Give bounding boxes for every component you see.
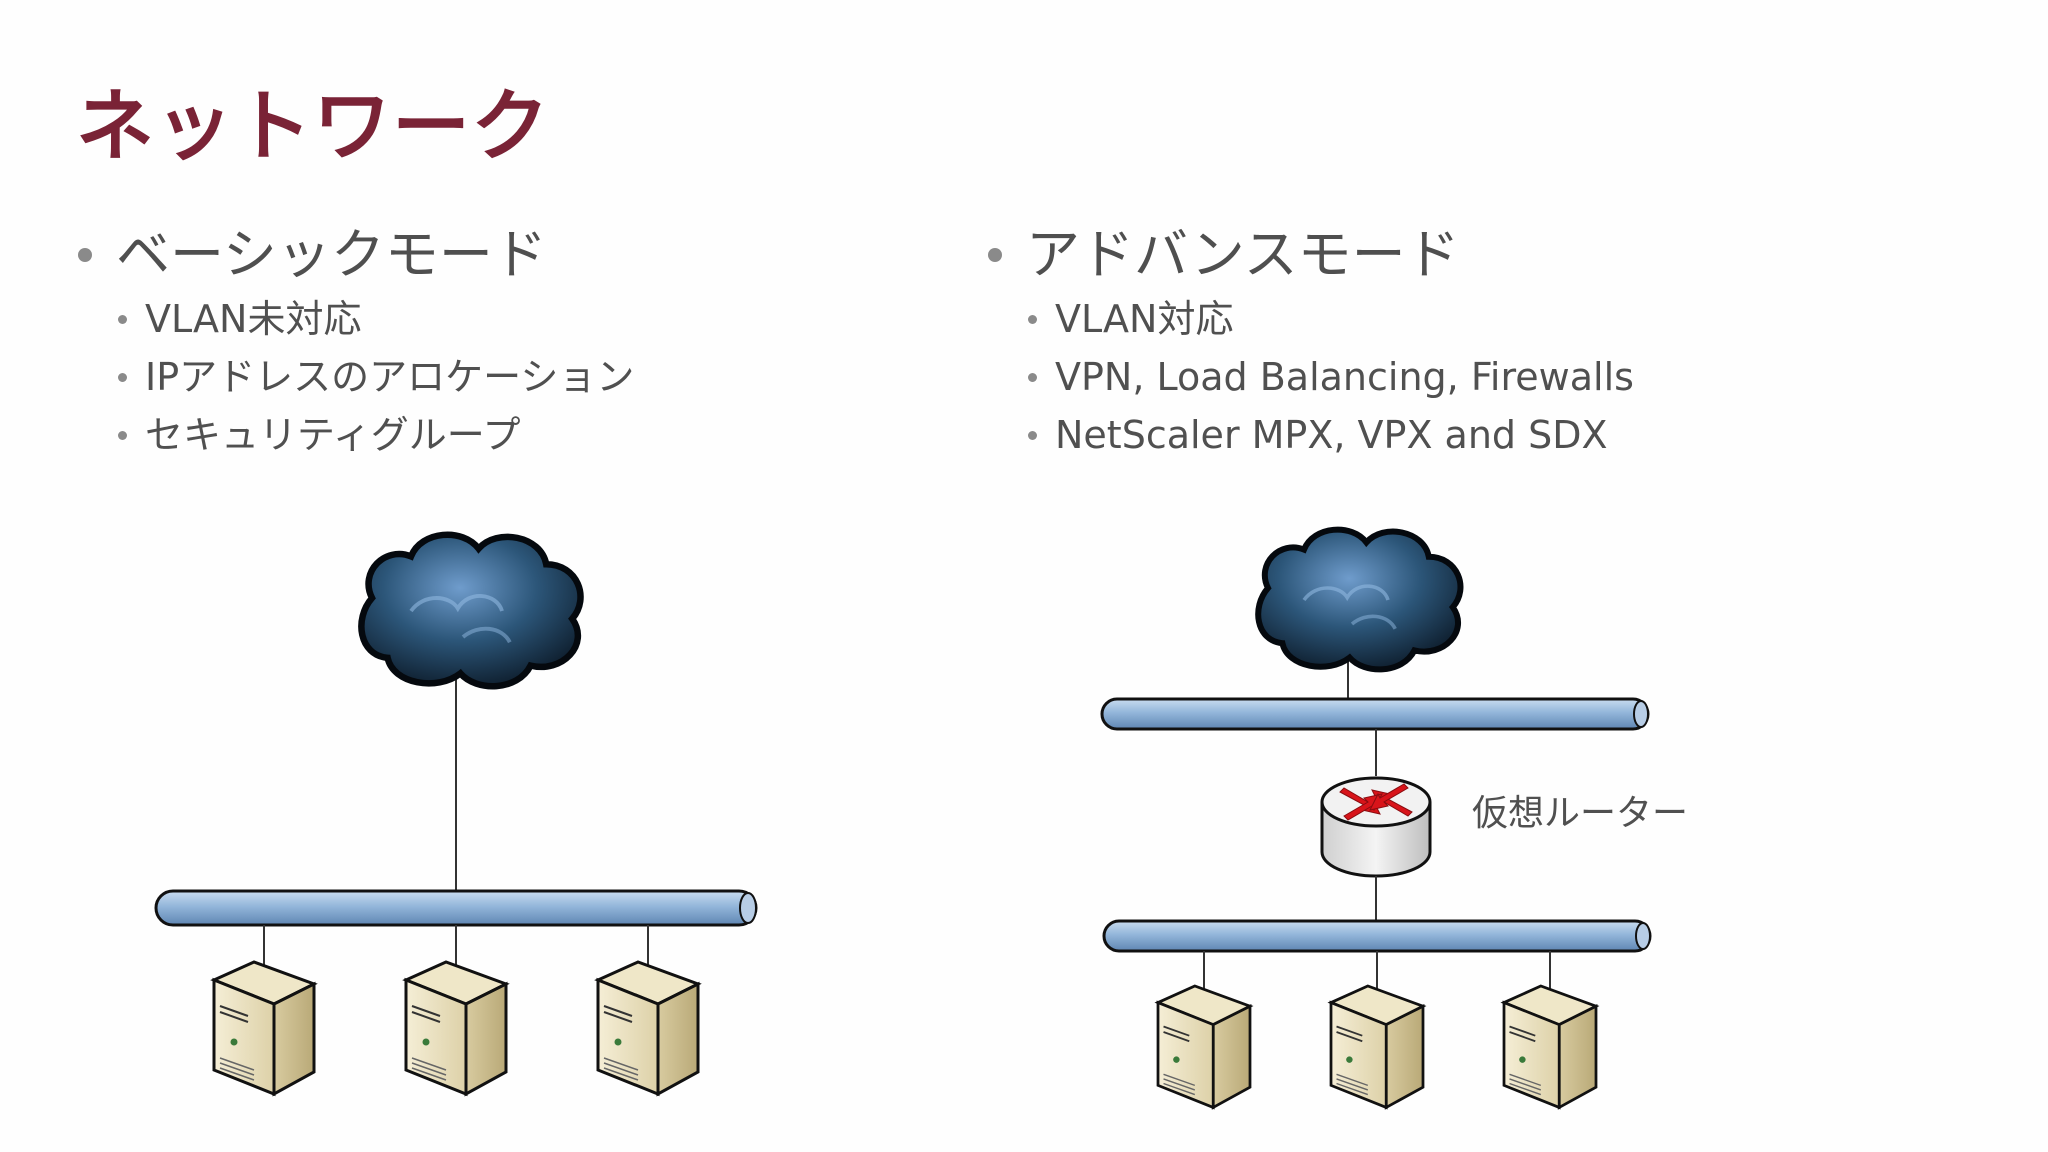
list-item: VPN, Load Balancing, Firewalls bbox=[1028, 348, 1634, 406]
list-item: セキュリティグループ bbox=[118, 406, 634, 464]
bullet-icon bbox=[118, 430, 127, 440]
network-bus-icon bbox=[154, 889, 758, 927]
server-icon bbox=[404, 960, 508, 1096]
router-icon bbox=[1320, 776, 1432, 878]
list-item-text: VLAN未対応 bbox=[145, 297, 362, 341]
advanced-mode-section: アドバンスモード VLAN対応 VPN, Load Balancing, Fir… bbox=[988, 220, 1634, 464]
bullet-icon bbox=[78, 248, 92, 262]
cloud-icon bbox=[1258, 530, 1460, 670]
bullet-icon bbox=[988, 248, 1002, 262]
list-item-text: セキュリティグループ bbox=[145, 413, 521, 457]
advanced-mode-list: VLAN対応 VPN, Load Balancing, Firewalls Ne… bbox=[988, 290, 1634, 464]
list-item-text: VPN, Load Balancing, Firewalls bbox=[1055, 355, 1634, 399]
server-icon bbox=[1502, 984, 1598, 1109]
list-item-text: VLAN対応 bbox=[1055, 297, 1234, 341]
bullet-icon bbox=[1028, 430, 1037, 440]
list-item-text: IPアドレスのアロケーション bbox=[145, 355, 635, 399]
bullet-icon bbox=[118, 314, 127, 324]
list-item: NetScaler MPX, VPX and SDX bbox=[1028, 406, 1634, 464]
cloud-icon bbox=[361, 535, 580, 686]
server-icon bbox=[212, 960, 316, 1096]
page-title: ネットワーク bbox=[76, 82, 551, 172]
network-bus-icon bbox=[1102, 919, 1652, 953]
router-label: 仮想ルーター bbox=[1472, 793, 1689, 834]
bullet-icon bbox=[1028, 314, 1037, 324]
basic-mode-heading: ベーシックモード bbox=[116, 223, 547, 286]
list-item: VLAN未対応 bbox=[118, 290, 634, 348]
basic-diagram bbox=[154, 535, 758, 1096]
network-bus-icon bbox=[1100, 697, 1650, 731]
advanced-mode-heading-row: アドバンスモード bbox=[988, 220, 1634, 290]
bullet-icon bbox=[118, 372, 127, 382]
advanced-mode-heading: アドバンスモード bbox=[1026, 223, 1460, 286]
server-icon bbox=[596, 960, 700, 1096]
basic-mode-section: ベーシックモード VLAN未対応 IPアドレスのアロケーション セキュリティグル… bbox=[78, 220, 634, 464]
server-icon bbox=[1156, 984, 1252, 1109]
list-item: IPアドレスのアロケーション bbox=[118, 348, 634, 406]
server-icon bbox=[1329, 984, 1425, 1109]
basic-mode-heading-row: ベーシックモード bbox=[78, 220, 634, 290]
basic-mode-list: VLAN未対応 IPアドレスのアロケーション セキュリティグループ bbox=[78, 290, 634, 464]
advanced-diagram bbox=[1100, 530, 1652, 1109]
bullet-icon bbox=[1028, 372, 1037, 382]
list-item-text: NetScaler MPX, VPX and SDX bbox=[1055, 413, 1608, 457]
list-item: VLAN対応 bbox=[1028, 290, 1634, 348]
